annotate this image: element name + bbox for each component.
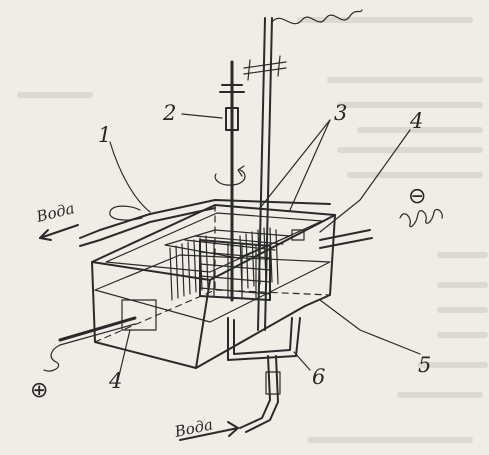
label-6: 6 xyxy=(312,365,325,389)
cathode-rods xyxy=(243,17,287,331)
stirrer xyxy=(214,60,246,302)
water-jacket-tube xyxy=(79,199,331,247)
outlet-tube xyxy=(227,317,301,433)
negative-sign-icon: ⊖ xyxy=(408,184,426,209)
positive-lead xyxy=(43,299,157,372)
positive-sign-icon: ⊕ xyxy=(30,378,48,403)
background-text-lines xyxy=(17,17,488,443)
negative-lead xyxy=(291,208,443,249)
water-out-label: Вода xyxy=(172,415,214,441)
label-1: 1 xyxy=(98,123,111,147)
electrolysis-bath xyxy=(91,204,336,369)
label-2: 2 xyxy=(162,101,176,125)
top-cable xyxy=(271,9,363,25)
flow-arrows xyxy=(39,224,239,441)
label-5: 5 xyxy=(418,353,431,377)
callout-leaders xyxy=(109,113,421,381)
water-in-label: Вода xyxy=(34,199,77,226)
label-4-bottom: 4 xyxy=(108,369,122,393)
label-3: 3 xyxy=(334,101,347,125)
label-4-top: 4 xyxy=(409,109,423,133)
